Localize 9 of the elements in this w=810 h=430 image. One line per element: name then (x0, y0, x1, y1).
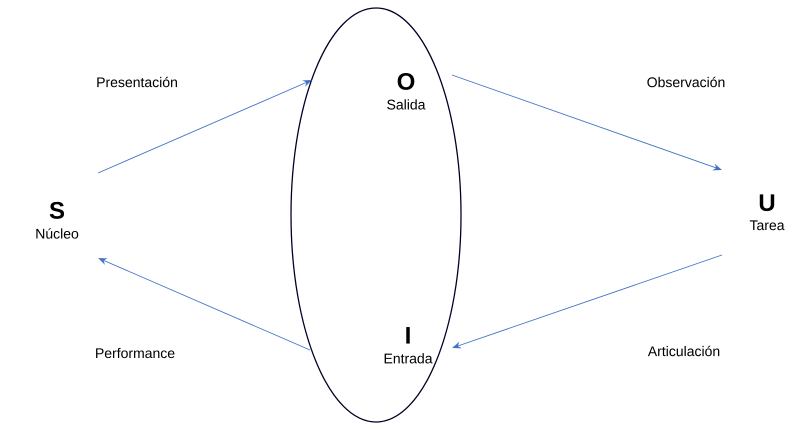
ellipse-shape (290, 7, 462, 423)
node-label: U Tarea (750, 194, 785, 230)
edge-label: Observación (647, 76, 724, 88)
edge-label: Articulación (648, 346, 720, 356)
node-label: O Salida (387, 72, 426, 110)
edge-label: Presentación (97, 76, 177, 88)
node-label: I Entrada (384, 327, 433, 364)
edge-label: Performance (96, 348, 174, 358)
node-label: S Núcleo (36, 202, 78, 239)
